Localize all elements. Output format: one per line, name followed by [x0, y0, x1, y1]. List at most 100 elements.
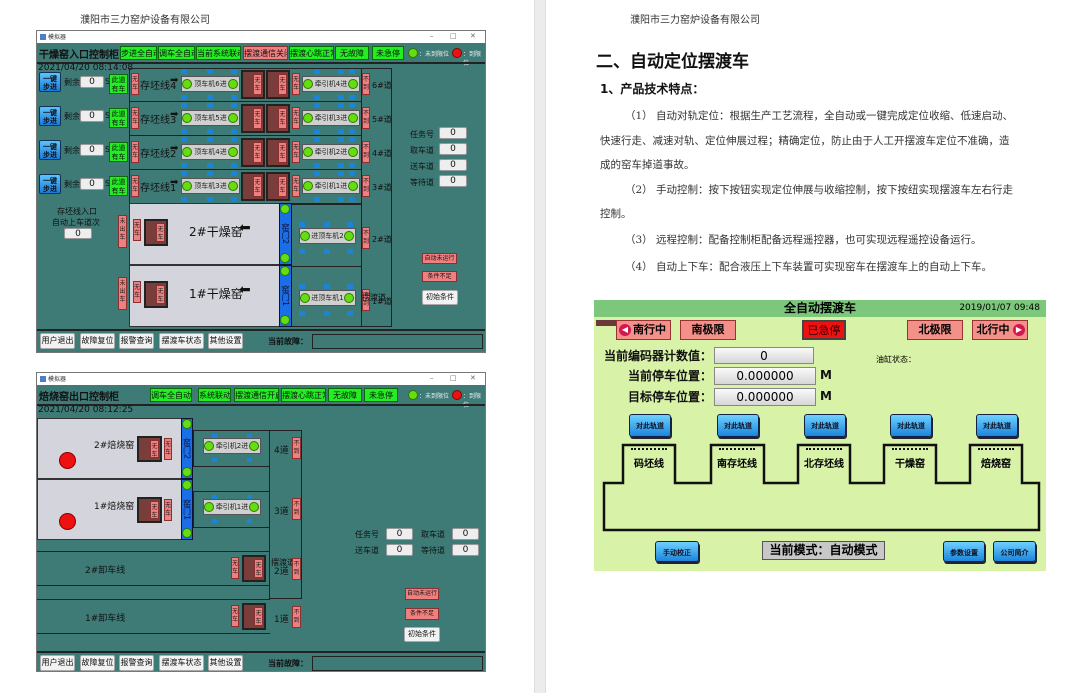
car-status: 无车 [253, 142, 262, 163]
storage-line-label: 存坯线1 [140, 183, 177, 194]
not-at-limit-legend-icon [408, 390, 418, 400]
align-track-button[interactable]: 对此轨道 [804, 414, 846, 437]
legend-not-limit: ：未到限位 [419, 51, 450, 58]
bottom-button[interactable]: 用户退出 [40, 333, 75, 349]
track-dots [892, 448, 928, 450]
sensor-icon [303, 113, 313, 123]
panel-datetime: 2019/01/07 09:48 [959, 303, 1040, 313]
manual-calibration-button[interactable]: 手动校正 [655, 541, 699, 562]
paragraph-line: 成的窑车掉道事故。 [600, 159, 695, 171]
window-title: 模拟器 [48, 376, 67, 383]
page-gap [534, 0, 546, 693]
rail-block [338, 69, 344, 74]
rail-block [207, 163, 213, 168]
puller-conveyor: 牵引机1进 [302, 178, 360, 194]
ferry-car: 无车 [266, 172, 290, 201]
line-divider [37, 585, 270, 586]
arrival-indicator: 不到 [362, 141, 370, 163]
rail-block [324, 311, 330, 316]
rail-block [349, 197, 355, 202]
status-indicator: 摆渡通信关闭 [243, 46, 288, 60]
arrival-indicator: 不到 [362, 107, 370, 129]
bottom-button[interactable]: 其他设置 [208, 655, 243, 671]
bottom-button[interactable]: 用户退出 [40, 655, 75, 671]
rail-block [231, 103, 237, 108]
track-label: 干燥窑 [895, 459, 925, 470]
sensor-icon [182, 147, 192, 157]
ferry-car: 无车 [266, 138, 290, 167]
car-status: 无车 [150, 501, 159, 519]
puller-conveyor: 牵引机4进 [302, 76, 360, 92]
bottom-button[interactable]: 报警查询 [119, 655, 154, 671]
line-divider [37, 633, 270, 634]
maximize-icon[interactable]: □ [450, 32, 457, 40]
ferry-car: 无车 [241, 138, 265, 167]
car-status: 无车 [278, 74, 287, 95]
entry-lane-value[interactable]: 0 [64, 228, 92, 239]
one-key-step-button[interactable]: 一键步进 [39, 140, 61, 160]
rail-block [299, 284, 305, 289]
one-key-step-button[interactable]: 一键步进 [39, 106, 61, 126]
pusher-conveyor: 顶车机3进 [181, 178, 240, 194]
remain-label: 剩余 [64, 180, 80, 189]
section-subtitle: 1、产品技术特点： [600, 82, 705, 96]
row-divider [129, 101, 362, 102]
rail-block [349, 69, 355, 74]
lane-has-car-indicator: 此道有车 [109, 176, 128, 196]
condition-insufficient-indicator: 条件不足 [405, 608, 439, 620]
align-track-button[interactable]: 对此轨道 [976, 414, 1018, 437]
sensor-icon [249, 502, 259, 512]
legend-at-limit: ：到限位 [463, 393, 482, 409]
lane-label: 4道 [274, 446, 289, 456]
right-page-header: 濮阳市三力窑炉设备有限公司 [630, 15, 760, 26]
kiln-label: 2#干燥窑 [189, 225, 243, 239]
kiln-door: 窑门2 [279, 203, 292, 265]
align-track-button[interactable]: 对此轨道 [717, 414, 759, 437]
lane-label: 2#道 [372, 235, 392, 244]
panel-header [594, 300, 1046, 317]
minimize-icon[interactable]: – [430, 374, 434, 382]
info-value: 0 [439, 175, 467, 187]
info-value: 0 [386, 544, 413, 556]
section-title: 二、自动定位摆渡车 [596, 52, 749, 72]
parameter-settings-button[interactable]: 参数设置 [943, 541, 985, 562]
encoder-value: 0 [714, 347, 814, 364]
entry-pusher-conveyor: 进顶车机1 [299, 290, 356, 306]
sensor-icon [182, 113, 192, 123]
bottom-button[interactable]: 摆渡车状态 [159, 333, 204, 349]
align-track-button[interactable]: 对此轨道 [890, 414, 932, 437]
sensor-icon [204, 502, 214, 512]
initial-conditions-button[interactable]: 初始条件 [422, 290, 458, 305]
rail-block [181, 171, 187, 176]
rail-block [349, 171, 355, 176]
arrival-indicator: 不到 [292, 498, 301, 520]
remain-label: 剩余 [64, 146, 80, 155]
company-profile-button[interactable]: 公司简介 [993, 541, 1036, 562]
remain-value: 0 [80, 144, 104, 156]
bottom-button[interactable]: 其他设置 [208, 333, 243, 349]
close-icon[interactable]: ✕ [470, 374, 476, 382]
align-track-button[interactable]: 对此轨道 [629, 414, 671, 437]
maximize-icon[interactable]: □ [450, 374, 457, 382]
close-icon[interactable]: ✕ [470, 32, 476, 40]
rail-block [314, 103, 320, 108]
track-label: 焙烧窑 [981, 459, 1011, 470]
one-key-step-button[interactable]: 一键步进 [39, 72, 61, 92]
bottom-button[interactable]: 摆渡车状态 [159, 655, 204, 671]
status-indicator: 调车全自动 [150, 388, 192, 402]
rail-block [347, 249, 353, 254]
bottom-button[interactable]: 故障复位 [80, 655, 115, 671]
bottom-button[interactable]: 报警查询 [119, 333, 154, 349]
track-label: 北存坯线 [804, 459, 844, 470]
initial-conditions-button[interactable]: 初始条件 [404, 627, 440, 642]
sensor-icon [348, 79, 358, 89]
ferry-car: 无车 [241, 172, 265, 201]
unload-car: 无车 [242, 603, 266, 630]
one-key-step-button[interactable]: 一键步进 [39, 174, 61, 194]
current-position-unit: M [820, 368, 832, 382]
ferry-lane-frame [269, 430, 302, 599]
minimize-icon[interactable]: – [430, 32, 434, 40]
bottom-button[interactable]: 故障复位 [80, 333, 115, 349]
kiln-door: 窑门1 [279, 265, 292, 327]
car-status: 无车 [156, 285, 165, 304]
